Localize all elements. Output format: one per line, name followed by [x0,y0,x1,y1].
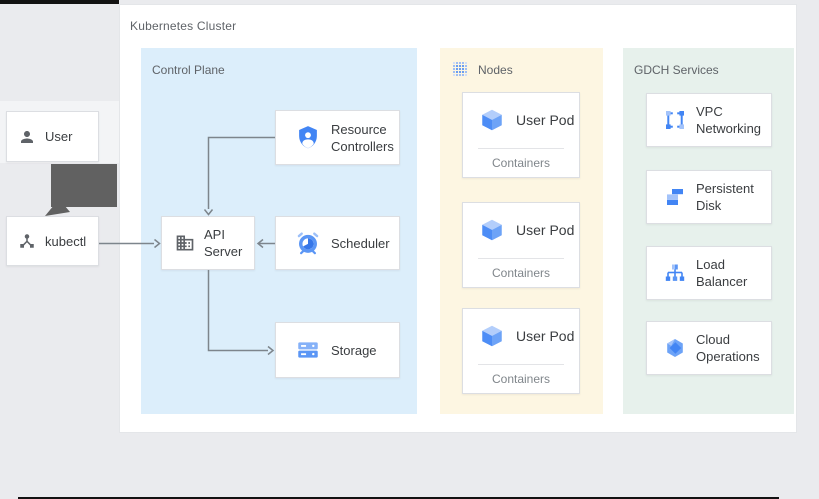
kubectl-node: kubectl [6,216,99,266]
user-pod-card: User Pod Containers [462,202,580,288]
device-hub-icon [20,234,34,248]
vpc-networking-label: VPC Networking [696,104,762,136]
api-server-node: API Server [161,216,255,270]
user-pod-card: User Pod Containers [462,308,580,394]
api-server-label: API Server [204,227,243,259]
screenshot-top-bar [0,0,119,4]
shield-person-icon [299,125,317,148]
cube-icon [482,325,502,347]
building-icon [176,235,194,251]
load-balancer-icon [665,264,685,281]
resource-controllers-node: Resource Controllers [275,110,400,165]
load-balancer-card: Load Balancer [646,246,772,300]
cube-icon [482,109,502,131]
user-node: User [6,111,99,162]
screenshot-bottom-bar [18,497,779,499]
containers-label: Containers [491,266,551,280]
person-icon [21,130,33,143]
cloud-operations-label: Cloud Operations [696,332,760,364]
scheduler-label: Scheduler [331,235,390,251]
vpc-icon [666,111,684,129]
divider [478,258,564,259]
user-pod-label: User Pod [516,112,575,128]
containers-label: Containers [491,372,551,386]
divider [478,364,564,365]
persistent-disk-label: Persistent Disk [696,181,754,213]
user-pod-label: User Pod [516,222,575,238]
control-plane-title: Control Plane [152,63,225,77]
user-to-kubectl-arrow [45,164,117,216]
disk-icon [667,189,683,205]
user-label: User [45,129,73,144]
scheduler-node: Scheduler [275,216,400,270]
storage-label: Storage [331,342,377,358]
resource-controllers-label: Resource Controllers [331,121,394,154]
user-pod-label: User Pod [516,328,575,344]
load-balancer-label: Load Balancer [696,257,748,289]
vpc-networking-card: VPC Networking [646,93,772,147]
alarm-clock-icon [297,232,319,255]
divider [478,148,564,149]
storage-node: Storage [275,322,400,378]
kubectl-label: kubectl [45,233,87,249]
cloud-operations-card: Cloud Operations [646,321,772,375]
kubernetes-cluster-title: Kubernetes Cluster [130,19,237,33]
user-pod-card: User Pod Containers [462,92,580,178]
persistent-disk-card: Persistent Disk [646,170,772,224]
cloud-ops-icon [667,339,683,357]
cube-icon [482,219,502,241]
containers-label: Containers [491,156,551,170]
gdch-services-title: GDCH Services [634,63,719,77]
nodes-title: Nodes [478,63,513,77]
storage-rows-icon [298,342,318,358]
dot-grid-icon [452,61,468,77]
